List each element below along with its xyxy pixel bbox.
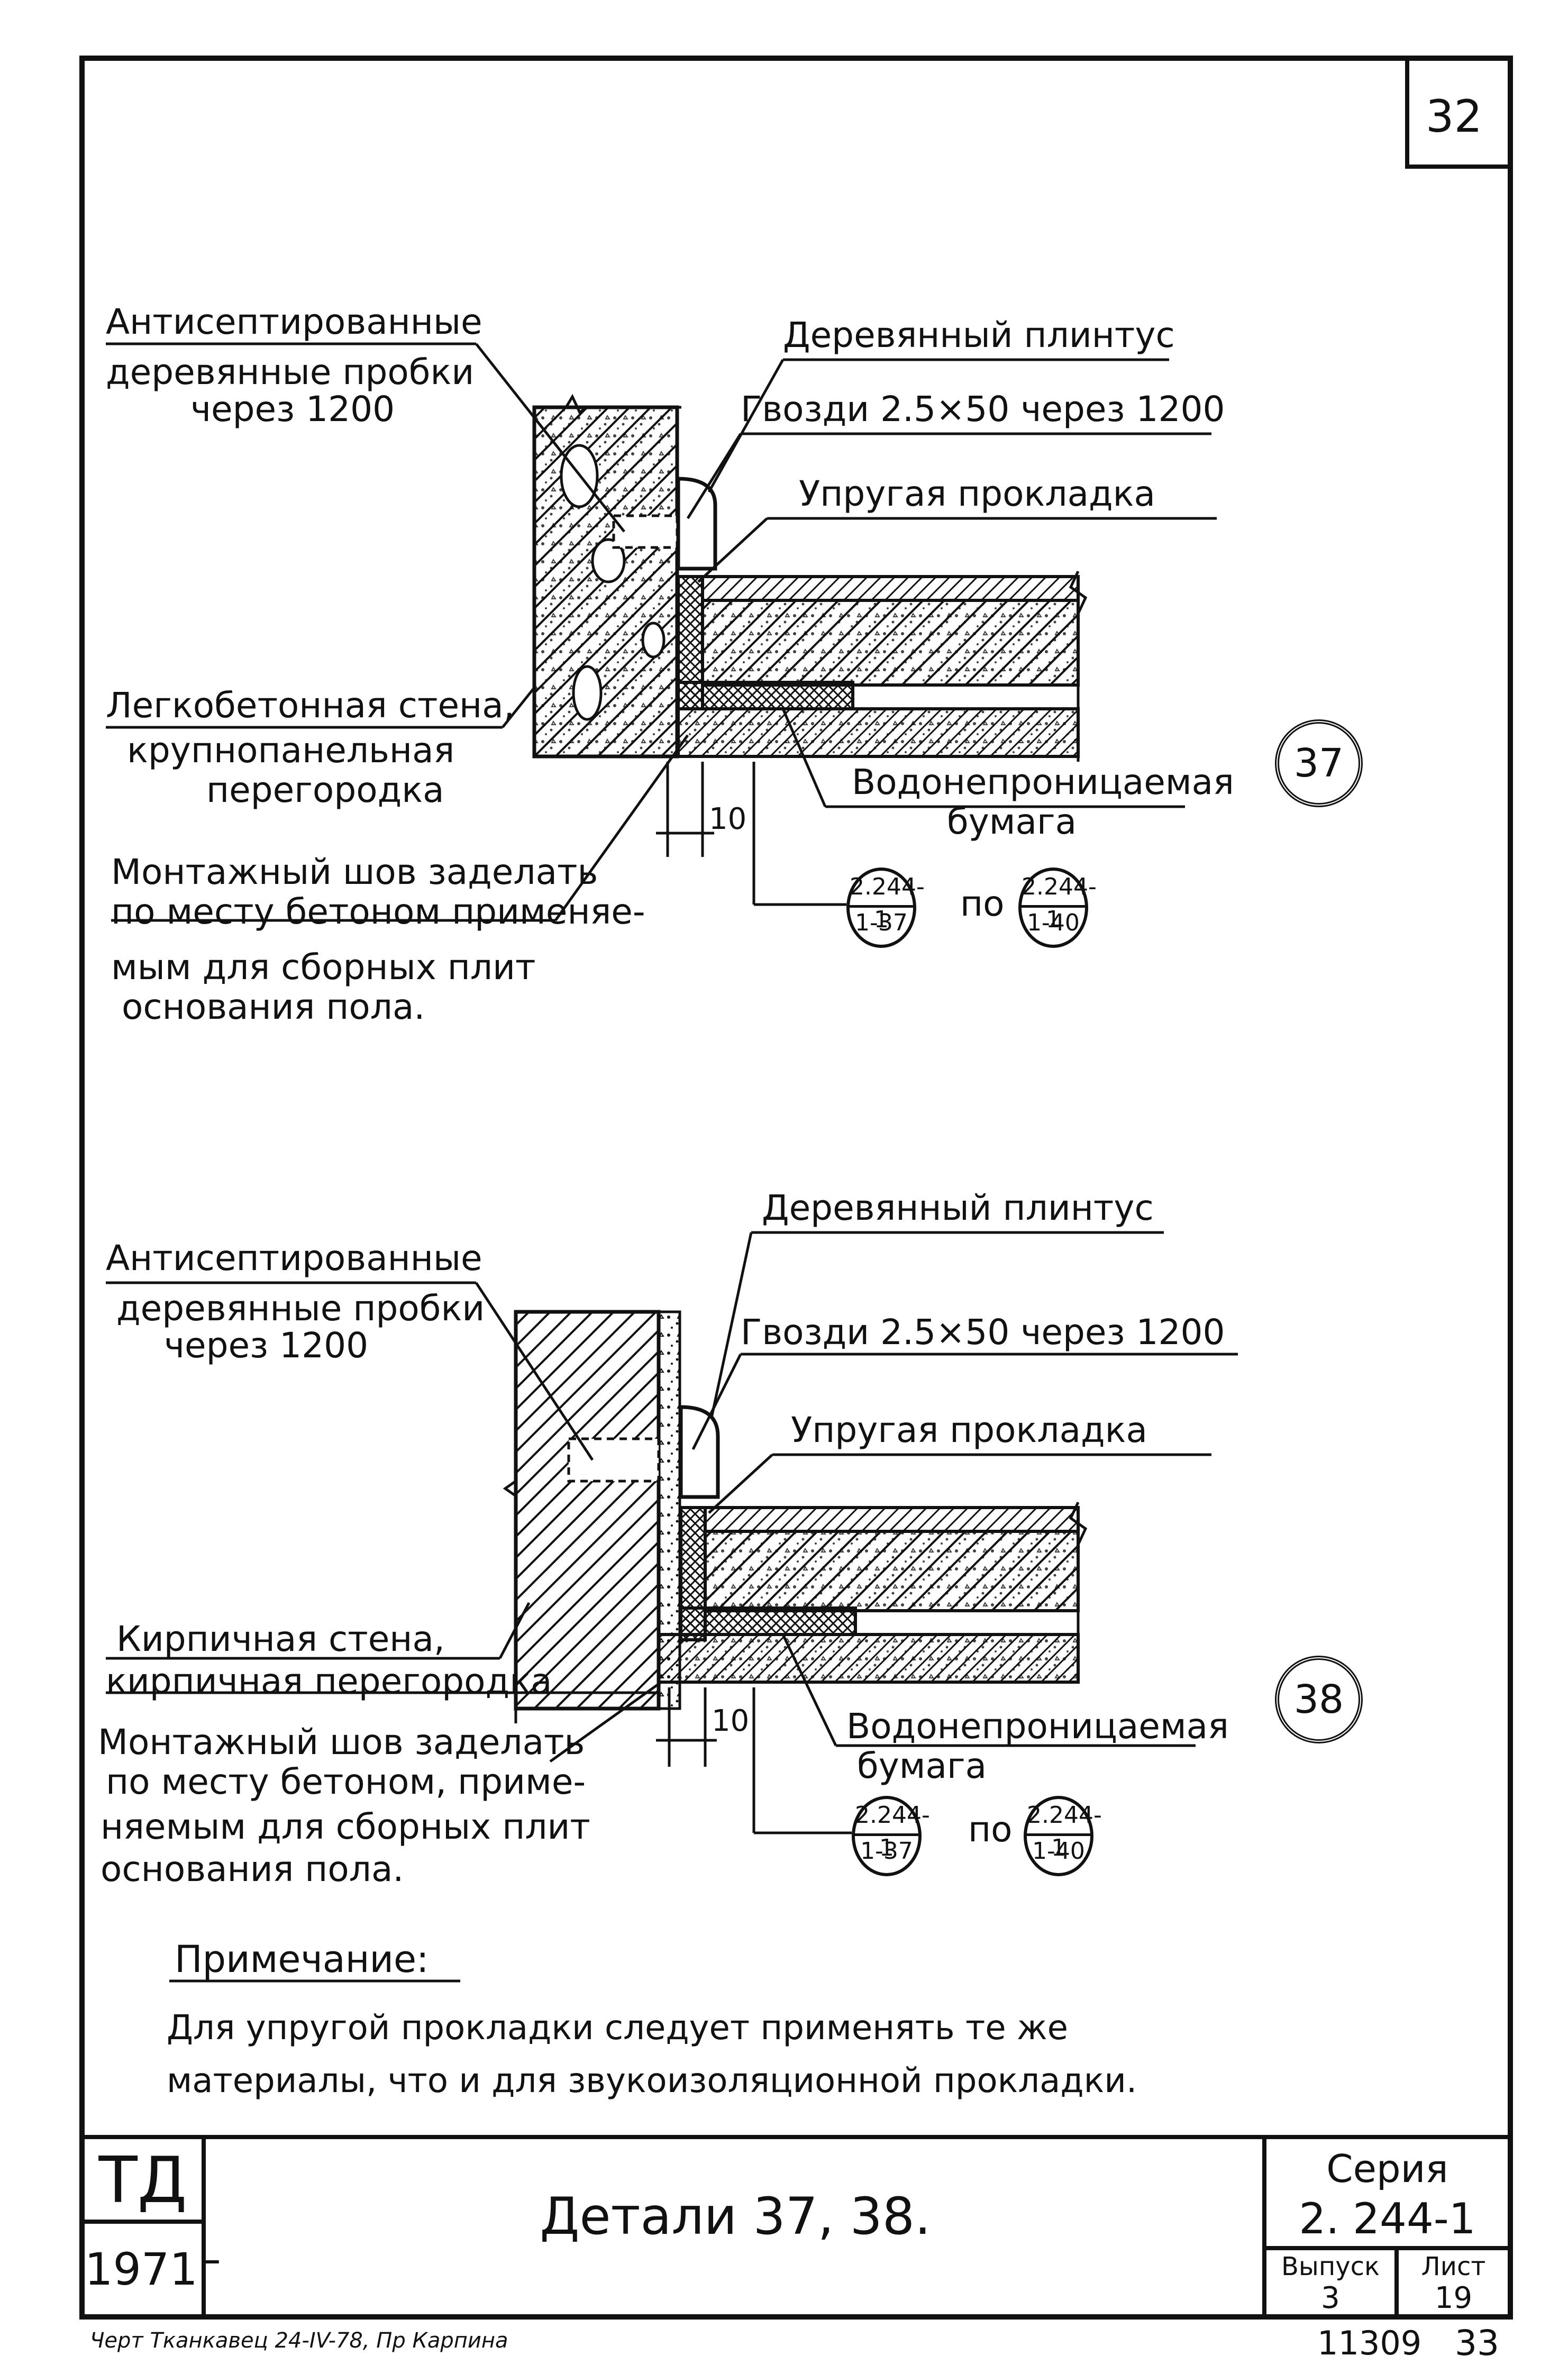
detail-37-ref-between: по xyxy=(960,883,1005,924)
detail-38-skirting-label: Деревянный плинтус xyxy=(762,1188,1154,1228)
sheet-frame xyxy=(79,56,1513,2320)
note-line-1: Для упругой прокладки следует применять … xyxy=(167,2008,1068,2048)
detail-38-seam-label-line1: Монтажный шов заделать xyxy=(98,1722,585,1763)
detail-37-dimension: 10 xyxy=(709,802,747,836)
inventory-number: 11309 xyxy=(1317,2324,1422,2362)
title-block-org: ТД xyxy=(98,2144,187,2217)
detail-38-wall-label-line1: Кирпичная стена, xyxy=(116,1619,445,1659)
detail-37-skirting-label: Деревянный плинтус xyxy=(783,315,1175,355)
detail-37-drawing xyxy=(106,342,1217,922)
detail-37-seam-label-line2: по месту бетоном применяе- xyxy=(111,891,645,932)
detail-38-plugs-label-line2: деревянные пробки xyxy=(116,1288,485,1329)
detail-37-seam-label-line4: основания пола. xyxy=(122,987,425,1027)
detail-38-ref-2: 2.244-1 1-40 xyxy=(1024,1796,1102,1876)
series-value: 2. 244-1 xyxy=(1299,2194,1476,2243)
detail-37-plugs-label-line2: деревянные пробки xyxy=(106,352,475,392)
note-heading: Примечание: xyxy=(175,1938,429,1981)
detail-38-ref-between: по xyxy=(968,1809,1013,1850)
signature-line: Черт Тканкавец 24-IV-78, Пр Карпина xyxy=(90,2329,508,2353)
sheet-label: Лист xyxy=(1421,2252,1486,2281)
detail-38-ref-1-top: 2.244-1 xyxy=(855,1799,930,1861)
detail-38-plugs-label-line3: через 1200 xyxy=(164,1325,369,1366)
detail-38-paper-label-line2: бумага xyxy=(857,1746,987,1786)
note-line-2: материалы, что и для звукоизоляционной п… xyxy=(167,2061,1137,2101)
series-label: Серия xyxy=(1326,2147,1448,2191)
detail-38-paper-label-line1: Водонепроницаемая xyxy=(846,1706,1229,1747)
detail-37-paper-label-line1: Водонепроницаемая xyxy=(852,762,1234,802)
title-block-year: 1971г xyxy=(85,2243,221,2295)
detail-37-ref-1-top: 2.244-1 xyxy=(850,871,925,933)
detail-37-wall-label-line2: крупнопанельная xyxy=(127,730,455,771)
detail-37-ref-2-top: 2.244-1 xyxy=(1022,871,1097,933)
detail-38-nails-label: Гвозди 2.5×50 через 1200 xyxy=(741,1312,1225,1353)
detail-37-seam-label-line1: Монтажный шов заделать xyxy=(111,852,598,892)
detail-38-seam-label-line3: няемым для сборных плит xyxy=(101,1806,590,1847)
page-number: 32 xyxy=(1426,90,1482,142)
detail-38-ref-2-top: 2.244-1 xyxy=(1027,1799,1102,1861)
detail-37-number-badge: 37 xyxy=(1275,719,1363,807)
detail-37-wall-label-line1: Легкобетонная стена, xyxy=(106,685,515,726)
drawing-title: Детали 37, 38. xyxy=(540,2187,931,2246)
detail-37-paper-label-line2: бумага xyxy=(947,801,1077,842)
detail-38-plugs-label-line1: Антисептированные xyxy=(106,1238,482,1279)
detail-38-ref-1-bottom: 1-37 xyxy=(860,1838,913,1865)
page-total: 33 xyxy=(1455,2323,1499,2363)
detail-38-number-badge: 38 xyxy=(1275,1656,1363,1743)
detail-37-gasket-label: Упругая прокладка xyxy=(799,473,1155,514)
issue-value: 3 xyxy=(1321,2281,1340,2315)
detail-37-seam-label-line3: мым для сборных плит xyxy=(111,947,536,988)
detail-37-ref-1-bottom: 1-37 xyxy=(855,909,908,936)
detail-37-wall-label-line3: перегородка xyxy=(206,770,444,810)
detail-38-seam-label-line2: по месту бетоном, приме- xyxy=(106,1761,586,1802)
title-block-lines xyxy=(82,2135,1510,2317)
detail-37-ref-1: 2.244-1 1-37 xyxy=(846,868,925,948)
detail-37-nails-label: Гвозди 2.5×50 через 1200 xyxy=(741,389,1225,430)
detail-38-dimension: 10 xyxy=(712,1704,750,1738)
detail-38-ref-2-bottom: 1-40 xyxy=(1032,1838,1085,1865)
issue-label: Выпуск xyxy=(1281,2252,1380,2281)
detail-38-ref-1: 2.244-1 1-37 xyxy=(852,1796,930,1876)
detail-37-ref-2: 2.244-1 1-40 xyxy=(1018,868,1097,948)
detail-38-wall-label-line2: кирпичная перегородка xyxy=(106,1661,552,1702)
detail-37-plugs-label-line3: через 1200 xyxy=(190,389,395,430)
detail-38-gasket-label: Упругая прокладка xyxy=(791,1410,1147,1450)
detail-37-ref-2-bottom: 1-40 xyxy=(1027,909,1080,936)
detail-37-plugs-label-line1: Антисептированные xyxy=(106,302,482,342)
detail-38-drawing xyxy=(106,1231,1238,1834)
sheet-value: 19 xyxy=(1434,2281,1473,2315)
detail-38-seam-label-line4: основания пола. xyxy=(101,1849,404,1889)
